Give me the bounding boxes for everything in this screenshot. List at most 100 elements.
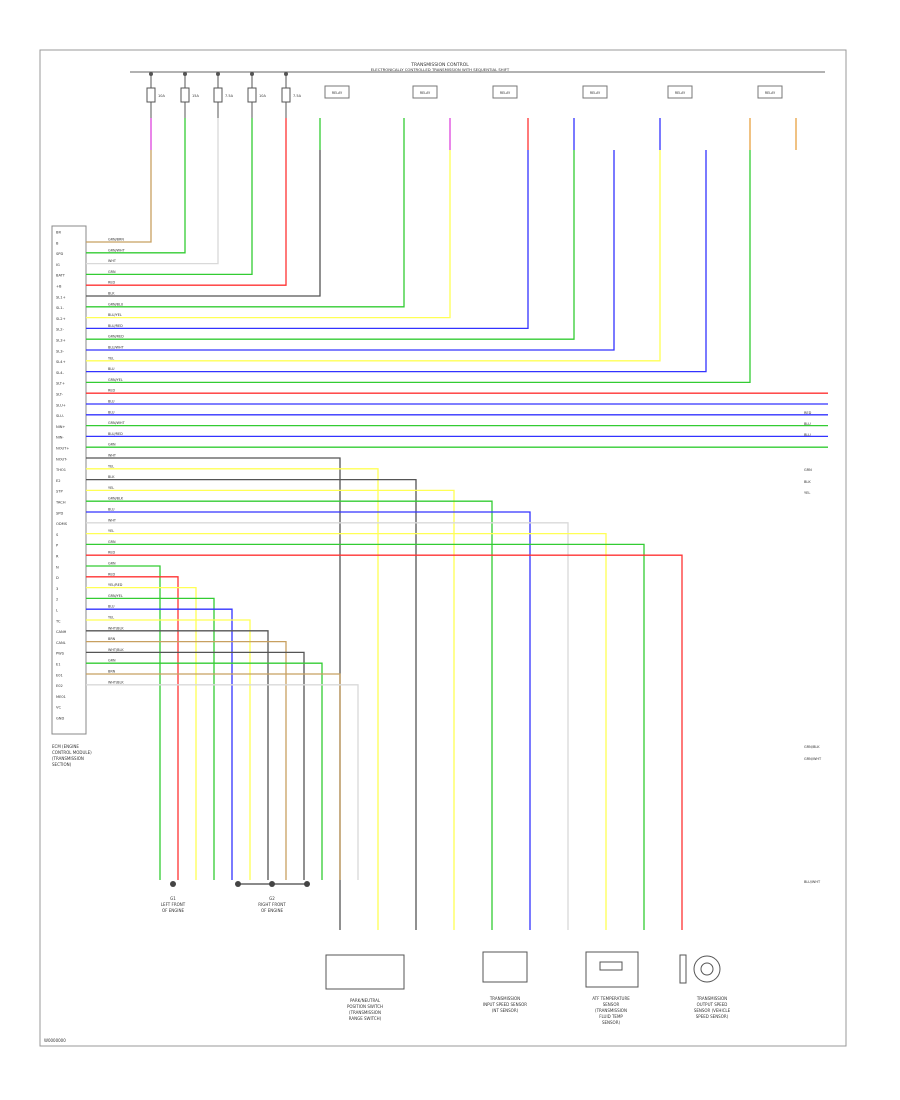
fuse-3-label: 7.5A: [225, 94, 234, 98]
fuse-5-label: 7.5A: [293, 94, 302, 98]
ecm-pin-21: NOUT+: [56, 447, 69, 451]
wire-label-16: BLU: [108, 400, 115, 404]
ecm-caption-line-4: SECTION): [52, 762, 72, 767]
wire-21: [86, 457, 341, 930]
g2-line-1: RIGHT FRONT: [258, 902, 286, 907]
ecm-pin-list: BRBSPDIGBATT+BSL1+SL1-SL2+SL2-SL3+SL3-SL…: [55, 231, 69, 721]
ecm-pin-19: NIN+: [56, 425, 65, 429]
relay-4: RELAY: [582, 85, 608, 99]
wire-label-27: WHT: [108, 518, 117, 522]
ecm-pin-17: SLU+: [56, 403, 66, 407]
fuse-4: 10A: [247, 72, 266, 118]
ecm-pin-37: TC: [55, 619, 61, 623]
c3-line-2: SENSOR: [603, 1002, 620, 1007]
wire-label-13: BLU: [108, 367, 115, 371]
wire-label-37: WHT/BLK: [108, 626, 124, 630]
wire-label-21: WHT: [108, 454, 117, 458]
wire-label-10: GRN/RED: [108, 335, 124, 339]
ecm-pin-9: SL2+: [56, 317, 66, 321]
wire-40: [86, 662, 323, 880]
g1-line-2: OF ENGINE: [162, 908, 185, 913]
c4-line-4: SPEED SENSOR): [696, 1014, 729, 1019]
ecm-pin-30: P: [56, 544, 59, 548]
ecm-pin-18: SLU-: [56, 414, 65, 418]
relay-2-label: RELAY: [420, 91, 431, 95]
c1-line-3: (TRANSMISSION: [349, 1010, 381, 1015]
wire-label-1: GRN/BRN: [108, 238, 124, 242]
wire-34: [86, 597, 215, 880]
ecm-pin-45: VC: [56, 706, 61, 710]
ecm-pin-13: SL4+: [56, 360, 66, 364]
wire-8: [86, 150, 451, 319]
wire-37: [86, 630, 269, 880]
footer-code: W0000000: [44, 1038, 66, 1043]
ecm-caption-line-2: CONTROL MODULE): [52, 750, 92, 755]
wire-41: [86, 673, 341, 880]
wire-label-40: GRN: [108, 659, 116, 663]
wire-label-8: BLU/YEL: [108, 313, 122, 317]
wire-label-4: GRN: [108, 270, 116, 274]
ecm-pin-32: N: [56, 565, 59, 569]
right-label-3: BLU: [804, 433, 811, 437]
ground-g1: G1 LEFT FRONT OF ENGINE: [161, 881, 186, 913]
c1-line-1: PARK/NEUTRAL: [350, 998, 381, 1003]
wire-14: [86, 150, 751, 384]
wire-label-34: GRN/YEL: [108, 594, 123, 598]
component-input-speed-sensor: TRANSMISSION INPUT SPEED SENSOR (NT SENS…: [482, 951, 528, 1013]
g2-line-2: OF ENGINE: [261, 908, 284, 913]
wire-harness: [86, 118, 828, 930]
right-label-1: RED: [804, 411, 812, 415]
wire-label-35: BLU: [108, 605, 115, 609]
fuse-1-label: 10A: [158, 94, 165, 98]
ecm-caption: ECM (ENGINE CONTROL MODULE) (TRANSMISSIO…: [52, 744, 92, 767]
wire-38: [86, 640, 287, 880]
wire-label-25: GRN/BLK: [108, 497, 124, 501]
wire-label-list: GRN/BRNGRN/WHTWHTGRNREDBLKGRN/BLUBLU/YEL…: [108, 238, 126, 685]
relay-2: RELAY: [412, 85, 438, 99]
ecm-pin-7: SL1+: [56, 295, 66, 299]
wire-36: [86, 619, 251, 880]
ecm-pin-4: IG: [56, 263, 60, 267]
wire-label-5: RED: [108, 281, 115, 285]
wire-label-15: RED: [108, 389, 115, 393]
ecm-pin-10: SL2-: [56, 328, 65, 332]
right-label-7: GRN/BLK: [804, 745, 820, 749]
ecm-pin-40: PWS: [56, 652, 65, 656]
c4-line-2: OUTPUT SPEED: [697, 1002, 728, 1007]
ecm-pin-1: BR: [56, 231, 61, 235]
ecm-pin-29: S: [56, 533, 59, 537]
ecm-pin-38: CANH: [56, 630, 67, 634]
wire-label-41: BRN: [108, 670, 116, 674]
wire-35: [86, 608, 233, 880]
fuse-2: 15A: [180, 72, 199, 118]
wire-23: [86, 478, 417, 930]
wire-label-36: YEL: [108, 616, 114, 620]
ecm-pin-11: SL3+: [56, 339, 66, 343]
relay-6: RELAY: [757, 85, 783, 99]
right-label-4: GRN: [804, 468, 812, 472]
wire-label-42: WHT/BLK: [108, 680, 124, 684]
ecm-caption-line-1: ECM (ENGINE: [52, 744, 79, 749]
wire-25: [86, 500, 493, 930]
wire-label-39: WHT/BLK: [108, 648, 124, 652]
fuse-4-label: 10A: [259, 94, 266, 98]
wire-label-18: GRN/WHT: [108, 421, 126, 425]
wire-label-2: GRN/WHT: [108, 248, 126, 252]
wire-39: [86, 651, 305, 880]
wire-3: [86, 150, 219, 265]
wire-9: [86, 150, 529, 330]
ecm-pin-20: NIN-: [56, 436, 64, 440]
ecm-pin-46: GND: [56, 717, 64, 721]
c2-line-2: INPUT SPEED SENSOR: [483, 1002, 527, 1007]
g2-id: G2: [269, 896, 275, 901]
relay-group: RELAY RELAY RELAY RELAY RELAY RELAY: [324, 85, 783, 99]
ecm-pin-27: SPD: [56, 511, 63, 515]
wire-label-31: GRN: [108, 562, 116, 566]
right-label-2: BLU: [804, 422, 811, 426]
c2-line-3: (NT SENSOR): [492, 1008, 519, 1013]
ecm-caption-line-3: (TRANSMISSION: [52, 756, 84, 761]
ecm-pin-31: R: [56, 555, 59, 559]
c1-line-4: RANGE SWITCH): [349, 1016, 382, 1021]
ecm-pin-3: SPD: [56, 252, 63, 256]
wire-label-3: WHT: [108, 259, 117, 263]
